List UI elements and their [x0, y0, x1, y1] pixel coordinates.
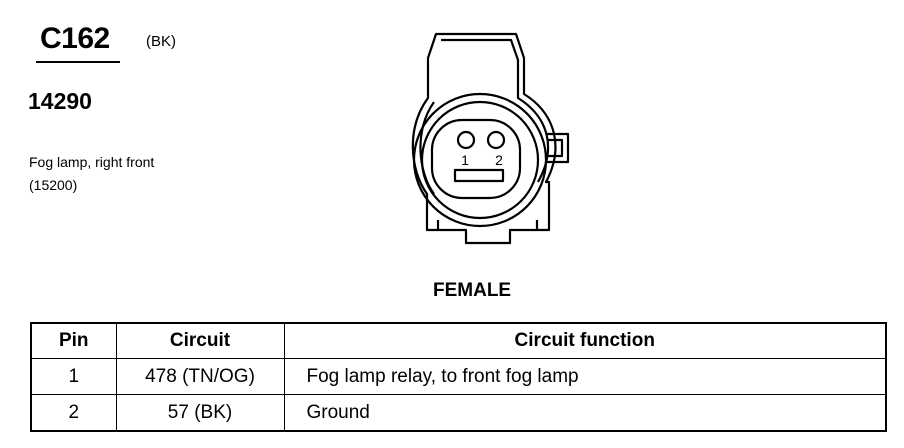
cell-circuit: 57 (BK) — [115, 394, 285, 432]
terminal-cavity-inner — [420, 100, 540, 220]
keying-slot — [453, 168, 505, 183]
cell-circuit: 478 (TN/OG) — [115, 358, 285, 395]
header-circuit-function: Circuit function — [283, 322, 887, 359]
cell-pin: 1 — [30, 358, 117, 395]
table-header-row: Pin Circuit Circuit function — [30, 322, 887, 359]
connector-housing-outline — [411, 32, 557, 245]
header-pin: Pin — [30, 322, 117, 359]
connector-face-diagram: 1 2 — [411, 32, 570, 245]
pin-1-label: 1 — [461, 152, 469, 168]
terminal-cavity-outer — [412, 92, 548, 228]
side-latch-tab — [546, 132, 570, 164]
pin-block — [430, 118, 522, 200]
cell-pin: 2 — [30, 394, 117, 432]
table-row: 1 478 (TN/OG) Fog lamp relay, to front f… — [30, 358, 887, 395]
table-row: 2 57 (BK) Ground — [30, 394, 887, 432]
connector-id: C162 — [40, 22, 110, 55]
component-name: Fog lamp, right front — [29, 154, 155, 170]
component-ref: (15200) — [29, 177, 78, 193]
connector-id-underline — [36, 61, 120, 63]
pin-2-label: 2 — [495, 152, 503, 168]
pin-1-socket — [456, 130, 476, 150]
connector-housing-inner-outline — [419, 38, 550, 195]
connector-color: (BK) — [146, 33, 176, 50]
part-number: 14290 — [28, 88, 92, 114]
cell-function: Fog lamp relay, to front fog lamp — [283, 358, 887, 395]
header-circuit: Circuit — [115, 322, 285, 359]
pin-2-socket — [486, 130, 506, 150]
cell-function: Ground — [283, 394, 887, 432]
pin-table: Pin Circuit Circuit function 1 478 (TN/O… — [30, 322, 887, 432]
view-label: FEMALE — [433, 280, 512, 301]
